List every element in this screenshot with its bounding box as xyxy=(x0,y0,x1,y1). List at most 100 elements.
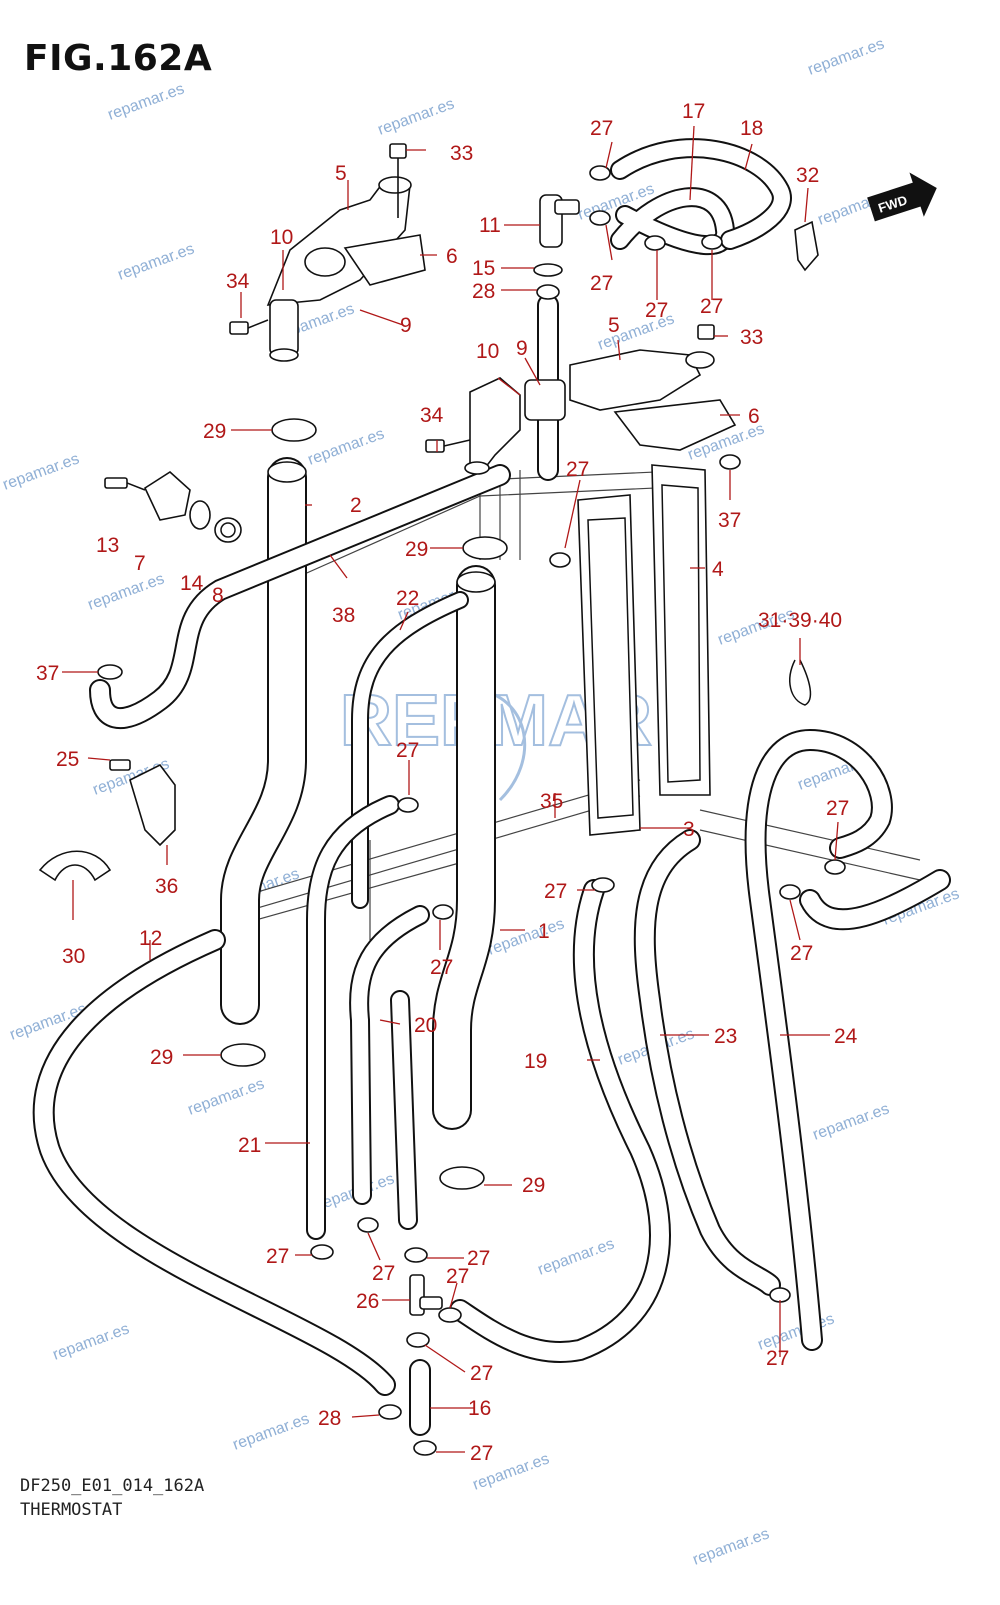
callout-27: 27 xyxy=(700,295,723,318)
thermostat-housing-center xyxy=(425,324,737,475)
callout-2: 2 xyxy=(350,494,362,517)
hose-20 xyxy=(349,905,430,1230)
callout-30: 30 xyxy=(62,945,85,968)
clamp-32 xyxy=(794,220,819,272)
callout-14: 14 xyxy=(180,572,204,595)
callout-27: 27 xyxy=(396,739,419,762)
hose-23 xyxy=(633,829,781,1296)
callout-16: 16 xyxy=(468,1397,491,1420)
hose-1 xyxy=(432,565,496,1130)
callout-28: 28 xyxy=(318,1407,341,1430)
callout-17: 17 xyxy=(682,100,705,123)
thermostat-housing-left xyxy=(229,143,426,362)
hose-22 xyxy=(351,591,469,909)
callout-37: 37 xyxy=(36,662,59,685)
callout-8: 8 xyxy=(212,584,224,607)
callout-36: 36 xyxy=(155,875,178,898)
callout-4: 4 xyxy=(712,558,724,581)
callout-24: 24 xyxy=(834,1025,858,1048)
callout-32: 32 xyxy=(796,164,819,187)
watermark-text: repamar.es xyxy=(106,80,187,123)
callout-33: 33 xyxy=(450,142,473,165)
hose-17 xyxy=(610,138,792,256)
callout-27: 27 xyxy=(470,1362,493,1385)
figure-title: FIG.162A xyxy=(24,38,213,79)
callout-27: 27 xyxy=(470,1442,493,1465)
callout-6: 6 xyxy=(446,245,458,268)
callout-27: 27 xyxy=(467,1247,490,1270)
union-26 xyxy=(409,1274,443,1316)
callout-20: 20 xyxy=(414,1014,437,1037)
leader-lines xyxy=(62,125,839,1453)
o-ring-14 xyxy=(189,500,211,530)
callout-11: 11 xyxy=(479,214,501,237)
callout-27: 27 xyxy=(790,942,813,965)
figure-code: DF250_E01_014_162A xyxy=(20,1476,205,1496)
watermark-text: repamar.es xyxy=(186,1075,267,1118)
watermark-text: repamar.es xyxy=(306,425,387,468)
watermark-text: repamar.es xyxy=(51,1320,132,1363)
washer-15 xyxy=(533,263,563,277)
callout-labels: 5 10 33 6 9 34 29 2 29 38 22 13 7 14 8 3… xyxy=(36,100,858,1465)
callout-21: 21 xyxy=(238,1134,261,1157)
watermark-text: repamar.es xyxy=(536,1235,617,1278)
callout-27: 27 xyxy=(590,117,613,140)
sensor-7 xyxy=(104,470,191,521)
callout-27: 27 xyxy=(266,1245,289,1268)
callout-15: 15 xyxy=(472,257,495,280)
hose-38 xyxy=(89,464,511,729)
hose-21 xyxy=(306,795,400,1240)
callout-10: 10 xyxy=(270,226,293,249)
callout-1: 1 xyxy=(538,920,550,943)
callout-22: 22 xyxy=(396,587,419,610)
callout-35: 35 xyxy=(540,790,563,813)
forward-arrow: FWD xyxy=(867,172,937,222)
cover-plate-3 xyxy=(577,494,641,836)
callout-5: 5 xyxy=(608,314,620,337)
callout-27: 27 xyxy=(645,299,668,322)
callout-27: 27 xyxy=(446,1265,469,1288)
hose-12 xyxy=(32,929,396,1396)
callout-19: 19 xyxy=(524,1050,547,1073)
watermark-text: repamar.es xyxy=(811,1100,892,1143)
watermark-text: repamar.es xyxy=(86,570,167,613)
callout-27: 27 xyxy=(566,458,589,481)
watermark-text: repamar.es xyxy=(486,915,567,958)
watermark-text: repamar.es xyxy=(116,240,197,283)
watermark-text: repamar.es xyxy=(231,1410,312,1453)
callout-29: 29 xyxy=(405,538,428,561)
callout-29: 29 xyxy=(203,420,226,443)
callout-34: 34 xyxy=(420,404,444,427)
hose-clamps xyxy=(97,165,846,1456)
callout-9: 9 xyxy=(516,337,528,360)
callout-38: 38 xyxy=(332,604,355,627)
watermark-text: repamar.es xyxy=(376,95,457,138)
callout-27: 27 xyxy=(430,956,453,979)
watermark-text: repamar.es xyxy=(806,35,887,78)
callout-27: 27 xyxy=(826,797,849,820)
callout-37: 37 xyxy=(718,509,741,532)
watermark-text: repamar.es xyxy=(691,1525,772,1568)
callout-26: 26 xyxy=(356,1290,379,1313)
callout-10: 10 xyxy=(476,340,499,363)
joint-11 xyxy=(539,194,580,248)
figure-name: THERMOSTAT xyxy=(20,1500,123,1520)
callout-27: 27 xyxy=(544,880,567,903)
callout-5: 5 xyxy=(335,162,347,185)
bracket-36 xyxy=(109,759,176,847)
plug-8 xyxy=(214,517,242,543)
callout-12: 12 xyxy=(139,927,162,950)
callout-27: 27 xyxy=(766,1347,789,1370)
callout-25: 25 xyxy=(56,748,79,771)
callout-9: 9 xyxy=(400,314,412,337)
callout-29: 29 xyxy=(522,1174,545,1197)
watermark-text: repamar.es xyxy=(1,450,82,493)
callout-7: 7 xyxy=(134,552,146,575)
callout-29: 29 xyxy=(150,1046,173,1069)
hose-24 xyxy=(744,728,951,1351)
callout-33: 33 xyxy=(740,326,763,349)
gasket-4 xyxy=(651,464,711,796)
callout-31-39-40: 31·39·40 xyxy=(758,609,842,632)
